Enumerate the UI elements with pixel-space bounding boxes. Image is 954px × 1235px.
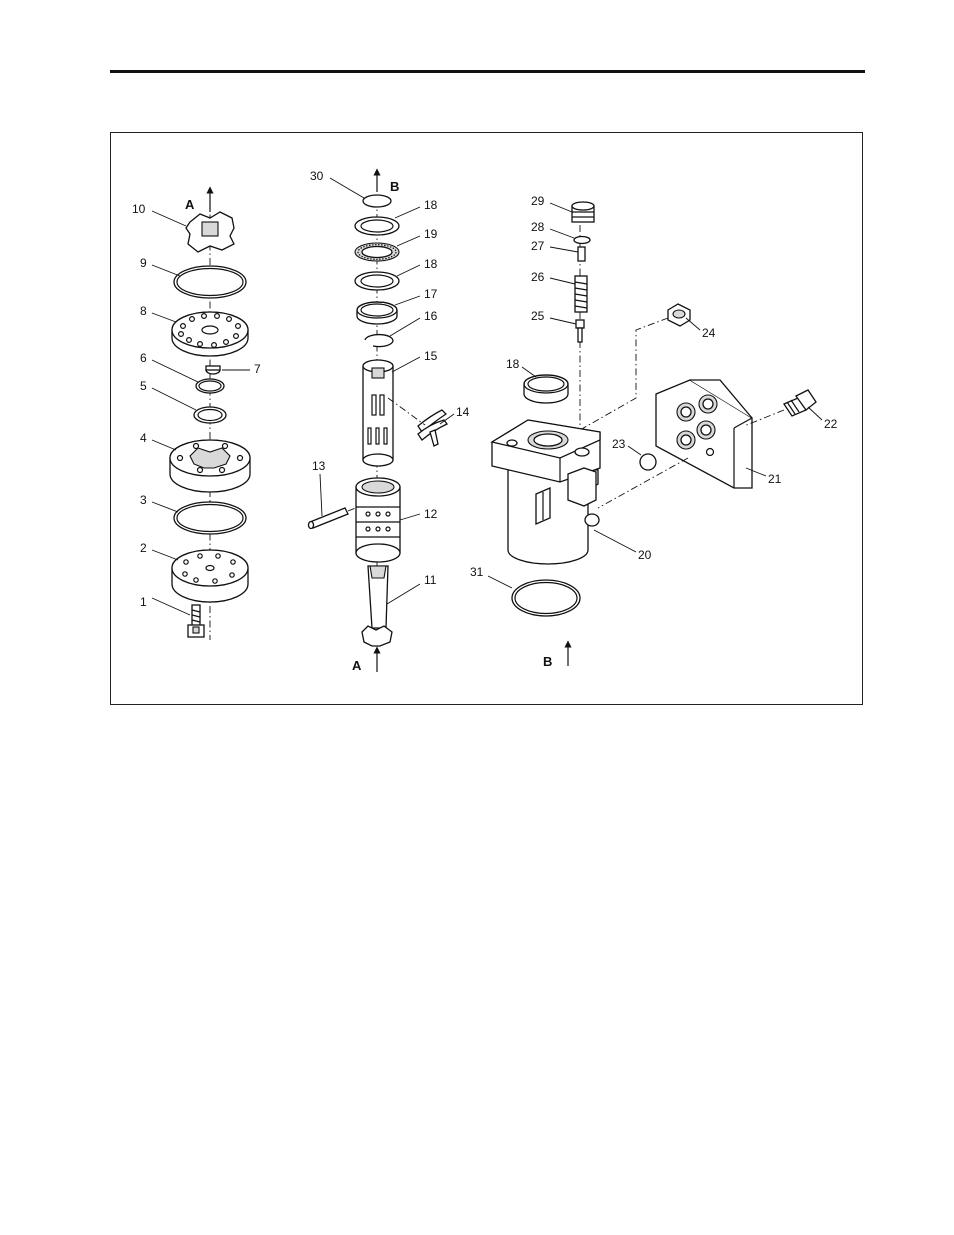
callout-labels: 1 2 3 4 5 6 7 8 9 10 11 12 13 14 15 16 1… xyxy=(132,169,838,609)
callout-18-housing: 18 xyxy=(506,357,520,371)
part-11-drive-shaft xyxy=(361,565,393,647)
figure-frame xyxy=(110,132,863,705)
callout-3: 3 xyxy=(140,493,147,507)
part-2-end-cap xyxy=(171,549,249,603)
callout-18-lower: 18 xyxy=(424,257,438,271)
part-1-cap-screw xyxy=(187,604,205,638)
callout-13: 13 xyxy=(312,459,326,473)
part-18-ring-housing xyxy=(523,374,569,404)
part-22-mounting-bolt xyxy=(783,389,817,417)
header-rule xyxy=(110,70,865,73)
part-30-retaining-ring xyxy=(362,194,392,208)
part-8-valve-plate xyxy=(171,311,249,357)
callout-2: 2 xyxy=(140,541,147,555)
callout-31: 31 xyxy=(470,565,484,579)
part-13-pin xyxy=(307,507,349,530)
callout-15: 15 xyxy=(424,349,438,363)
part-20-valve-housing xyxy=(490,419,601,565)
callout-20: 20 xyxy=(638,548,652,562)
callout-29: 29 xyxy=(531,194,545,208)
callout-6: 6 xyxy=(140,351,147,365)
callout-11: 11 xyxy=(424,573,437,587)
part-7-plug xyxy=(205,365,221,375)
part-27-spacer xyxy=(577,246,586,262)
callout-9: 9 xyxy=(140,256,147,270)
part-19-thrust-bearing xyxy=(354,242,400,262)
part-3-o-ring xyxy=(173,501,247,535)
part-9-o-ring xyxy=(173,265,247,299)
callout-4: 4 xyxy=(140,431,147,445)
part-28-washer xyxy=(573,235,591,245)
part-10-drive-coupling xyxy=(185,211,235,253)
callout-17: 17 xyxy=(424,287,438,301)
callout-12: 12 xyxy=(424,507,438,521)
callout-1: 1 xyxy=(140,595,147,609)
part-4-gerotor-set xyxy=(169,439,251,493)
callout-7: 7 xyxy=(254,362,261,376)
callout-24: 24 xyxy=(702,326,716,340)
part-17-seal-ring xyxy=(356,301,398,325)
flow-marker-labels: A B A B xyxy=(185,179,552,673)
callout-8: 8 xyxy=(140,304,147,318)
part-26-spring xyxy=(574,275,588,313)
callout-22: 22 xyxy=(824,417,838,431)
callout-23: 23 xyxy=(612,437,626,451)
part-16-spring-ring xyxy=(364,333,394,348)
callout-25: 25 xyxy=(531,309,545,323)
part-12-sleeve xyxy=(355,477,401,563)
part-25-poppet xyxy=(575,319,585,343)
callout-27: 27 xyxy=(531,239,545,253)
callout-16: 16 xyxy=(424,309,438,323)
flow-marker-b-top: B xyxy=(390,179,399,194)
flow-marker-a-bottom: A xyxy=(352,658,362,673)
callout-18-top: 18 xyxy=(424,198,438,212)
part-31-o-ring xyxy=(511,579,581,617)
callout-10: 10 xyxy=(132,202,146,216)
callout-21: 21 xyxy=(768,472,782,486)
callout-26: 26 xyxy=(531,270,545,284)
part-24-plug xyxy=(667,303,691,327)
part-15-spool xyxy=(362,359,394,467)
flow-marker-b-bottom: B xyxy=(543,654,552,669)
leader-lines xyxy=(151,177,823,616)
part-14-centering-springs xyxy=(417,409,449,447)
part-29-valve-cap xyxy=(571,201,595,223)
part-23-o-ring xyxy=(639,453,657,471)
callout-5: 5 xyxy=(140,379,147,393)
callout-28: 28 xyxy=(531,220,545,234)
callout-30: 30 xyxy=(310,169,324,183)
callout-14: 14 xyxy=(456,405,470,419)
part-21-port-block xyxy=(655,379,753,489)
callout-19: 19 xyxy=(424,227,438,241)
flow-marker-a-top: A xyxy=(185,197,195,212)
